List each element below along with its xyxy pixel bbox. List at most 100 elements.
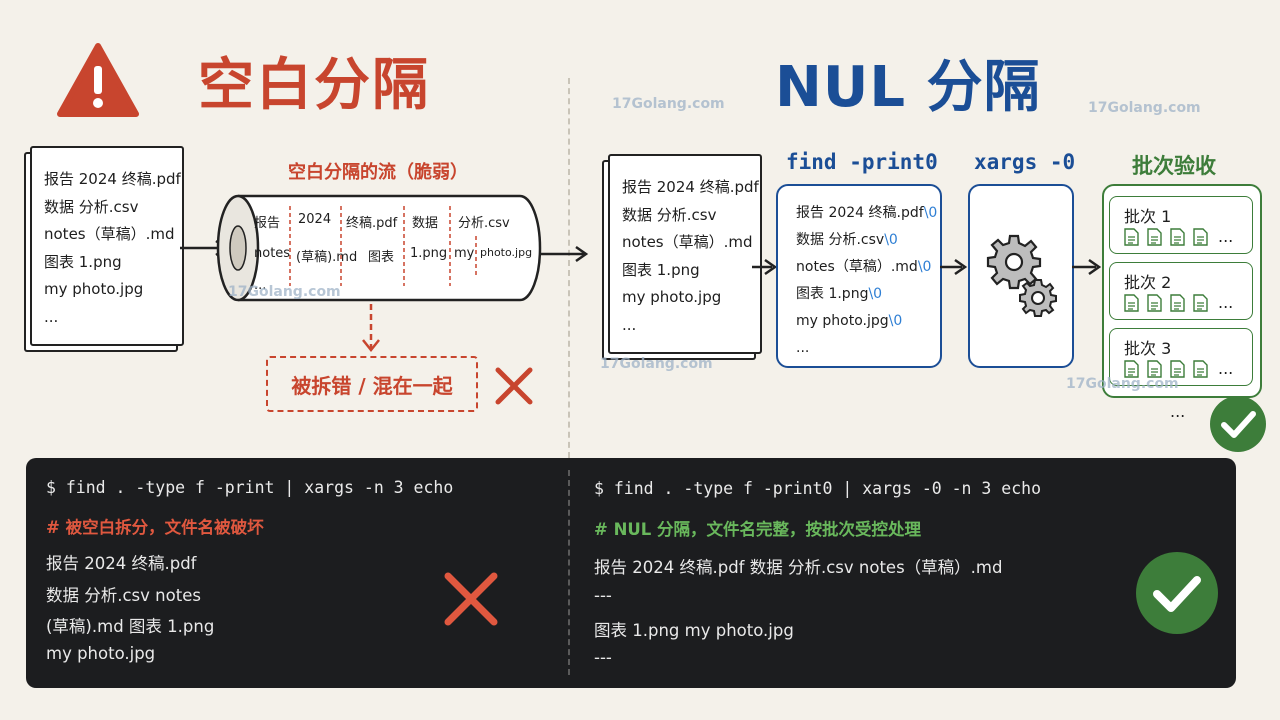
nul-file-name: notes（草稿）.md <box>796 259 918 275</box>
nul-marker: \0 <box>888 313 903 329</box>
nul-marker: \0 <box>917 259 932 275</box>
arrow-icon <box>540 245 589 263</box>
left-output-line: my photo.jpg <box>46 644 156 663</box>
file-list-card-right: 报告 2024 终稿.pdf 数据 分析.csv notes（草稿）.md 图表… <box>608 154 762 354</box>
check-circle-icon <box>1136 552 1218 634</box>
document-icon <box>1147 359 1162 378</box>
warning-icon <box>57 43 139 117</box>
find-print0-label: find -print0 <box>786 150 938 174</box>
file-name: 数据 分析.csv <box>622 205 717 224</box>
left-output-line: 报告 2024 终稿.pdf <box>46 554 197 573</box>
stream-pipe <box>216 194 542 302</box>
left-title: 空白分隔 <box>198 53 430 118</box>
left-output-line: 数据 分析.csv notes <box>46 586 201 605</box>
nul-marker: \0 <box>884 232 898 248</box>
batch-container: 批次 1 ... 批次 2 ... 批次 3 ... <box>1102 184 1262 398</box>
batch-name: 批次 1 <box>1124 207 1172 226</box>
file-name: 报告 2024 终稿.pdf <box>44 170 181 188</box>
broken-result-box: 被拆错 / 混在一起 <box>266 356 478 412</box>
batch-label: 批次验收 <box>1132 154 1216 178</box>
left-output-line: (草稿).md 图表 1.png <box>46 617 215 636</box>
arrow-icon <box>940 258 968 276</box>
right-output-line: --- <box>594 648 612 667</box>
batch-item: 批次 1 ... <box>1109 196 1253 254</box>
left-comment: # 被空白拆分，文件名被破坏 <box>46 518 264 537</box>
pipe-token: my <box>454 246 475 261</box>
watermark: 17Golang.com <box>600 356 713 372</box>
check-circle-icon <box>1210 396 1266 452</box>
cross-icon <box>495 367 533 405</box>
pipe-token: 报告 <box>254 216 281 231</box>
right-output-line: --- <box>594 586 612 605</box>
document-icon <box>1193 227 1208 246</box>
document-icon <box>1193 359 1208 378</box>
pipe-token: 终稿.pdf <box>346 216 398 231</box>
terminal-panel <box>26 458 1236 688</box>
file-name: notes（草稿）.md <box>622 233 753 251</box>
file-name: notes（草稿）.md <box>44 225 175 243</box>
nul-file-name: my photo.jpg <box>796 313 889 329</box>
right-output-line: 报告 2024 终稿.pdf 数据 分析.csv notes（草稿）.md <box>594 558 1003 577</box>
file-name: 报告 2024 终稿.pdf <box>622 178 759 196</box>
document-icon <box>1147 293 1162 312</box>
batch-item: 批次 3 ... <box>1109 328 1253 386</box>
watermark: 17Golang.com <box>1088 100 1201 116</box>
file-name: my photo.jpg <box>44 280 144 298</box>
file-name: 图表 1.png <box>44 252 122 271</box>
document-icon <box>1170 359 1185 378</box>
right-command: $ find . -type f -print0 | xargs -0 -n 3… <box>594 479 1042 498</box>
pipe-token: 分析.csv <box>458 216 510 231</box>
pipe-token: (草稿).md <box>296 250 358 265</box>
pipe-token: notes <box>254 246 291 261</box>
file-name: 数据 分析.csv <box>44 197 139 216</box>
nul-file-name: 数据 分析.csv <box>796 232 885 248</box>
pipe-label: 空白分隔的流（脆弱） <box>288 162 468 183</box>
left-command: $ find . -type f -print | xargs -n 3 ech… <box>46 478 454 497</box>
nul-marker: \0 <box>868 286 883 302</box>
batch-name: 批次 3 <box>1124 339 1172 358</box>
nul-file-name: 图表 1.png <box>796 286 869 302</box>
gears-icon <box>986 234 1057 317</box>
watermark: 17Golang.com <box>1066 376 1179 392</box>
xargs-0-label: xargs -0 <box>974 150 1076 174</box>
file-name: my photo.jpg <box>622 288 722 306</box>
document-icon <box>1124 227 1139 246</box>
section-divider <box>568 78 570 458</box>
file-list-card-left: 报告 2024 终稿.pdf 数据 分析.csv notes（草稿）.md 图表… <box>30 146 184 346</box>
file-name: ... <box>44 307 59 326</box>
terminal-divider <box>568 470 570 675</box>
find-print0-box: 报告 2024 终稿.pdf\0 数据 分析.csv\0 notes（草稿）.m… <box>776 184 942 368</box>
right-comment: # NUL 分隔，文件名完整，按批次受控处理 <box>594 520 922 539</box>
batch-more: ... <box>1218 359 1234 378</box>
watermark: 17Golang.com <box>612 96 725 112</box>
document-icon <box>1170 227 1185 246</box>
pipe-token: 图表 <box>368 250 395 265</box>
cross-icon <box>444 572 498 626</box>
pipe-token: photo.jpg <box>480 246 533 259</box>
document-icon <box>1170 293 1185 312</box>
batch-more: ... <box>1218 227 1234 246</box>
nul-marker: \0 <box>923 205 938 221</box>
document-icon <box>1147 227 1162 246</box>
dashed-arrow-icon <box>362 304 380 353</box>
watermark: 17Golang.com <box>228 284 341 300</box>
batch-name: 批次 2 <box>1124 273 1172 292</box>
arrow-icon <box>752 258 778 276</box>
nul-file-name: 报告 2024 终稿.pdf <box>796 205 924 221</box>
document-icon <box>1124 293 1139 312</box>
file-name: 图表 1.png <box>622 260 700 279</box>
pipe-token: 1.png <box>410 246 448 261</box>
pipe-token: 数据 <box>412 216 439 231</box>
arrow-icon <box>1072 258 1102 276</box>
batch-item: 批次 2 ... <box>1109 262 1253 320</box>
right-output-line: 图表 1.png my photo.jpg <box>594 621 794 640</box>
document-icon <box>1124 359 1139 378</box>
batch-more: ... <box>1218 293 1234 312</box>
pipe-token: ... <box>254 278 267 293</box>
right-title: NUL 分隔 <box>775 55 1041 120</box>
batch-list-more: ... <box>1170 402 1186 421</box>
xargs-0-box <box>968 184 1074 368</box>
file-name: ... <box>622 315 637 334</box>
pipe-token: 2024 <box>298 212 332 227</box>
nul-more: ... <box>796 340 810 356</box>
